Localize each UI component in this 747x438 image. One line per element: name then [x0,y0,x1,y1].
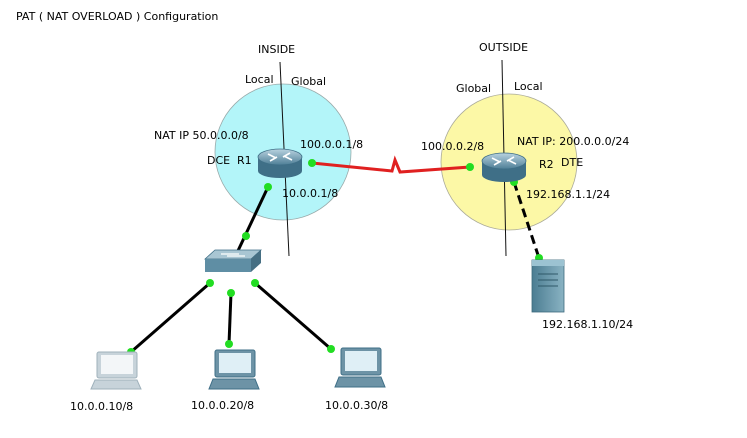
r2-lan-ip-label: 192.168.1.1/24 [526,188,610,201]
link-light [327,345,335,353]
pc3-ip-label: 10.0.0.30/8 [325,399,388,412]
diagram-title: PAT ( NAT OVERLOAD ) Configuration [16,10,218,23]
link-switch-pc1 [130,281,211,354]
link-switch-pc2 [227,292,233,345]
server-ip-label: 192.168.1.10/24 [542,318,633,331]
r2-nat-label: NAT IP: 200.0.0.0/24 [517,135,629,148]
r1-name-label: R1 [237,154,252,167]
link-switch-pc3 [254,281,332,351]
router-r2-icon[interactable] [481,152,527,182]
outside-local-label: Local [514,80,543,93]
switch-icon[interactable] [203,249,263,272]
laptop-pc3-icon[interactable] [334,347,386,388]
r2-role-label: DTE [561,156,583,169]
server-icon[interactable] [531,259,565,313]
inside-global-label: Global [291,75,326,88]
r1-lan-ip-label: 10.0.0.1/8 [282,187,338,200]
link-light [308,159,316,167]
pc1-ip-label: 10.0.0.10/8 [70,400,133,413]
link-light [466,163,474,171]
r1-nat-label: NAT IP 50.0.0.0/8 [154,129,249,142]
inside-zone-label: INSIDE [258,43,295,56]
link-r1-switch [234,186,270,256]
r2-serial-ip-label: 100.0.0.2/8 [421,140,484,153]
link-light [264,183,272,191]
link-light [251,279,259,287]
outside-global-label: Global [456,82,491,95]
link-light [242,232,250,240]
link-light [206,279,214,287]
r1-serial-ip-label: 100.0.0.1/8 [300,138,363,151]
r2-name-label: R2 [539,158,554,171]
laptop-pc1-icon[interactable] [90,351,142,390]
r1-role-label: DCE [207,154,230,167]
serial-link [311,155,471,174]
pc2-ip-label: 10.0.0.20/8 [191,399,254,412]
link-light [225,340,233,348]
laptop-pc2-icon[interactable] [208,349,260,390]
link-light [227,289,235,297]
router-r1-icon[interactable] [257,148,303,178]
outside-zone-label: OUTSIDE [479,41,528,54]
inside-local-label: Local [245,73,274,86]
